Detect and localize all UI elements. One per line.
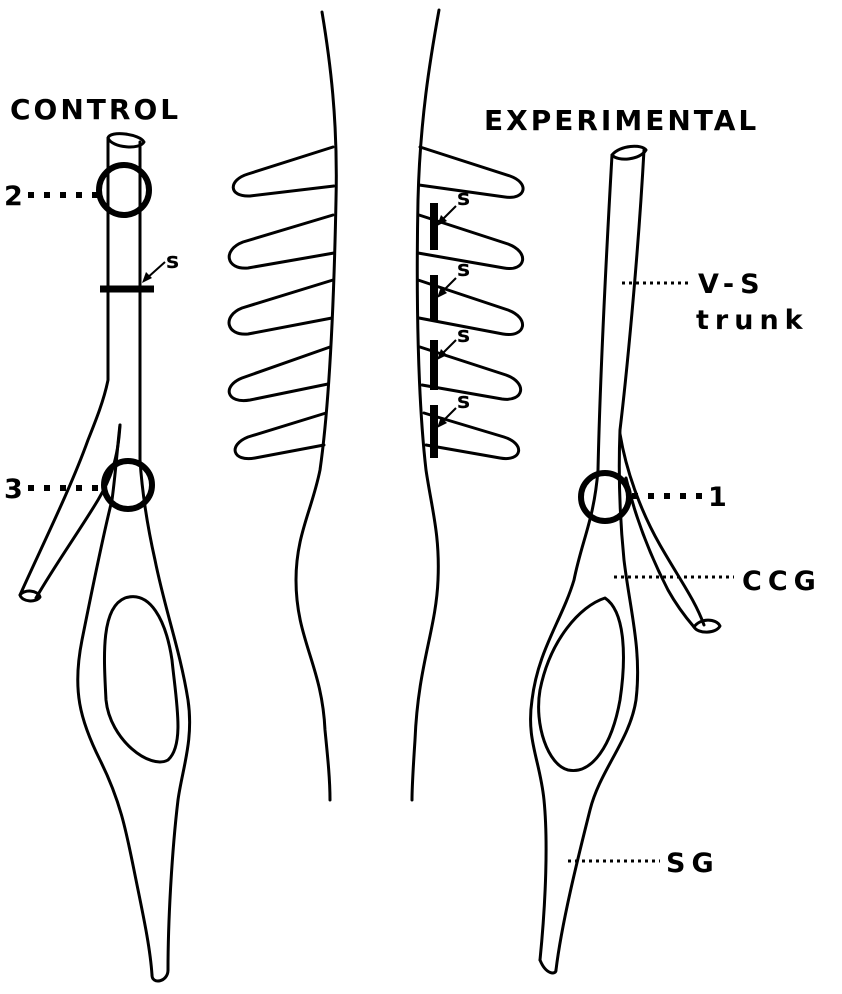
site-2-label: 2 (4, 181, 29, 212)
control-outline-right (140, 142, 190, 970)
experimental-branch-cap (694, 620, 720, 632)
experimental-site-1-ring (581, 473, 629, 521)
spinal-cord-left-edge (296, 12, 336, 800)
site-3-label: 3 (4, 474, 29, 505)
left-spinal-roots (229, 147, 334, 459)
control-bottom-cap (152, 970, 168, 981)
experimental-heading: EXPERIMENTAL (484, 104, 759, 137)
spinal-cord (296, 10, 439, 800)
section-label-right-1: s (457, 186, 470, 211)
control-site-3-ring (104, 461, 152, 509)
control-branch-inner (36, 425, 120, 598)
left-root-5 (235, 413, 326, 459)
vs-label-line1: V-S (698, 269, 766, 300)
section-label-right-4: s (457, 389, 470, 414)
experimental-trunk-top-cap (612, 146, 646, 159)
section-label-right-3: s (457, 323, 470, 348)
control-sg-loop (104, 597, 178, 762)
right-root-1 (419, 147, 523, 197)
experimental-outline-left (531, 155, 612, 960)
control-outline-left (20, 138, 152, 975)
site-1-label: 1 (708, 482, 733, 513)
ccg-label: CCG (742, 566, 822, 597)
experimental-bottom-cap (540, 960, 556, 973)
section-label-right-2: s (457, 257, 470, 282)
left-root-2 (229, 215, 334, 268)
experimental-branch-outer (620, 434, 704, 625)
control-heading: CONTROL (10, 93, 181, 126)
left-root-1 (233, 147, 334, 196)
control-nerve (20, 134, 190, 981)
experimental-branch-inner (626, 478, 694, 627)
vs-label-line2: trunk (696, 305, 809, 336)
right-root-5 (424, 413, 519, 459)
sg-label: SG (666, 848, 720, 879)
left-root-3 (229, 280, 333, 334)
experimental-sg-loop (539, 598, 624, 771)
control-section-label: s (166, 249, 179, 274)
experimental-outline-right (556, 150, 644, 970)
left-root-4 (229, 347, 330, 401)
